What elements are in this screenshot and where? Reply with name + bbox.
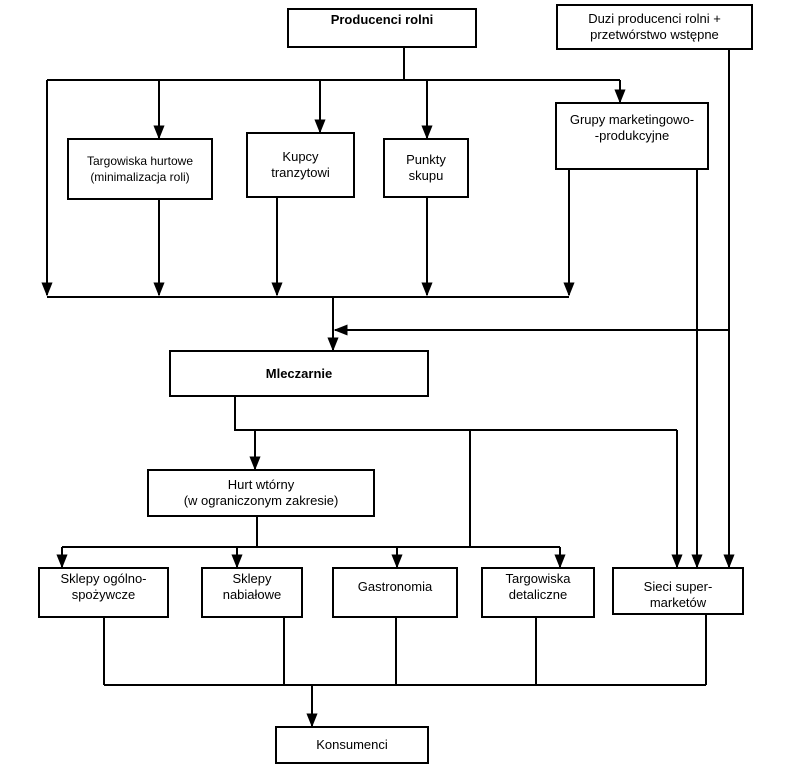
node-grocery-stores: Sklepy ogólno- spożywcze [38,567,169,618]
node-dairy-shops: Sklepy nabiałowe [201,567,303,618]
node-secondary-wholesale: Hurt wtórny (w ograniczonym zakresie) [147,469,375,517]
node-marketing-groups: Grupy marketingowo- -produkcyjne [555,102,709,170]
node-purchase-points: Punkty skupu [383,138,469,198]
link-dairies-bus [234,397,677,431]
node-transit-buyers: Kupcy tranzytowi [246,132,355,198]
node-wholesale-markets: Targowiska hurtowe (minimalizacja roli) [67,138,213,200]
node-consumers: Konsumenci [275,726,429,764]
node-retail-markets: Targowiska detaliczne [481,567,595,618]
node-large-producers: Duzi producenci rolni + przetwórstwo wst… [556,4,753,50]
node-producers: Producenci rolni [287,8,477,48]
node-gastronomy: Gastronomia [332,567,458,618]
node-supermarkets: Sieci super- marketów [612,567,744,615]
node-dairies: Mleczarnie [169,350,429,397]
